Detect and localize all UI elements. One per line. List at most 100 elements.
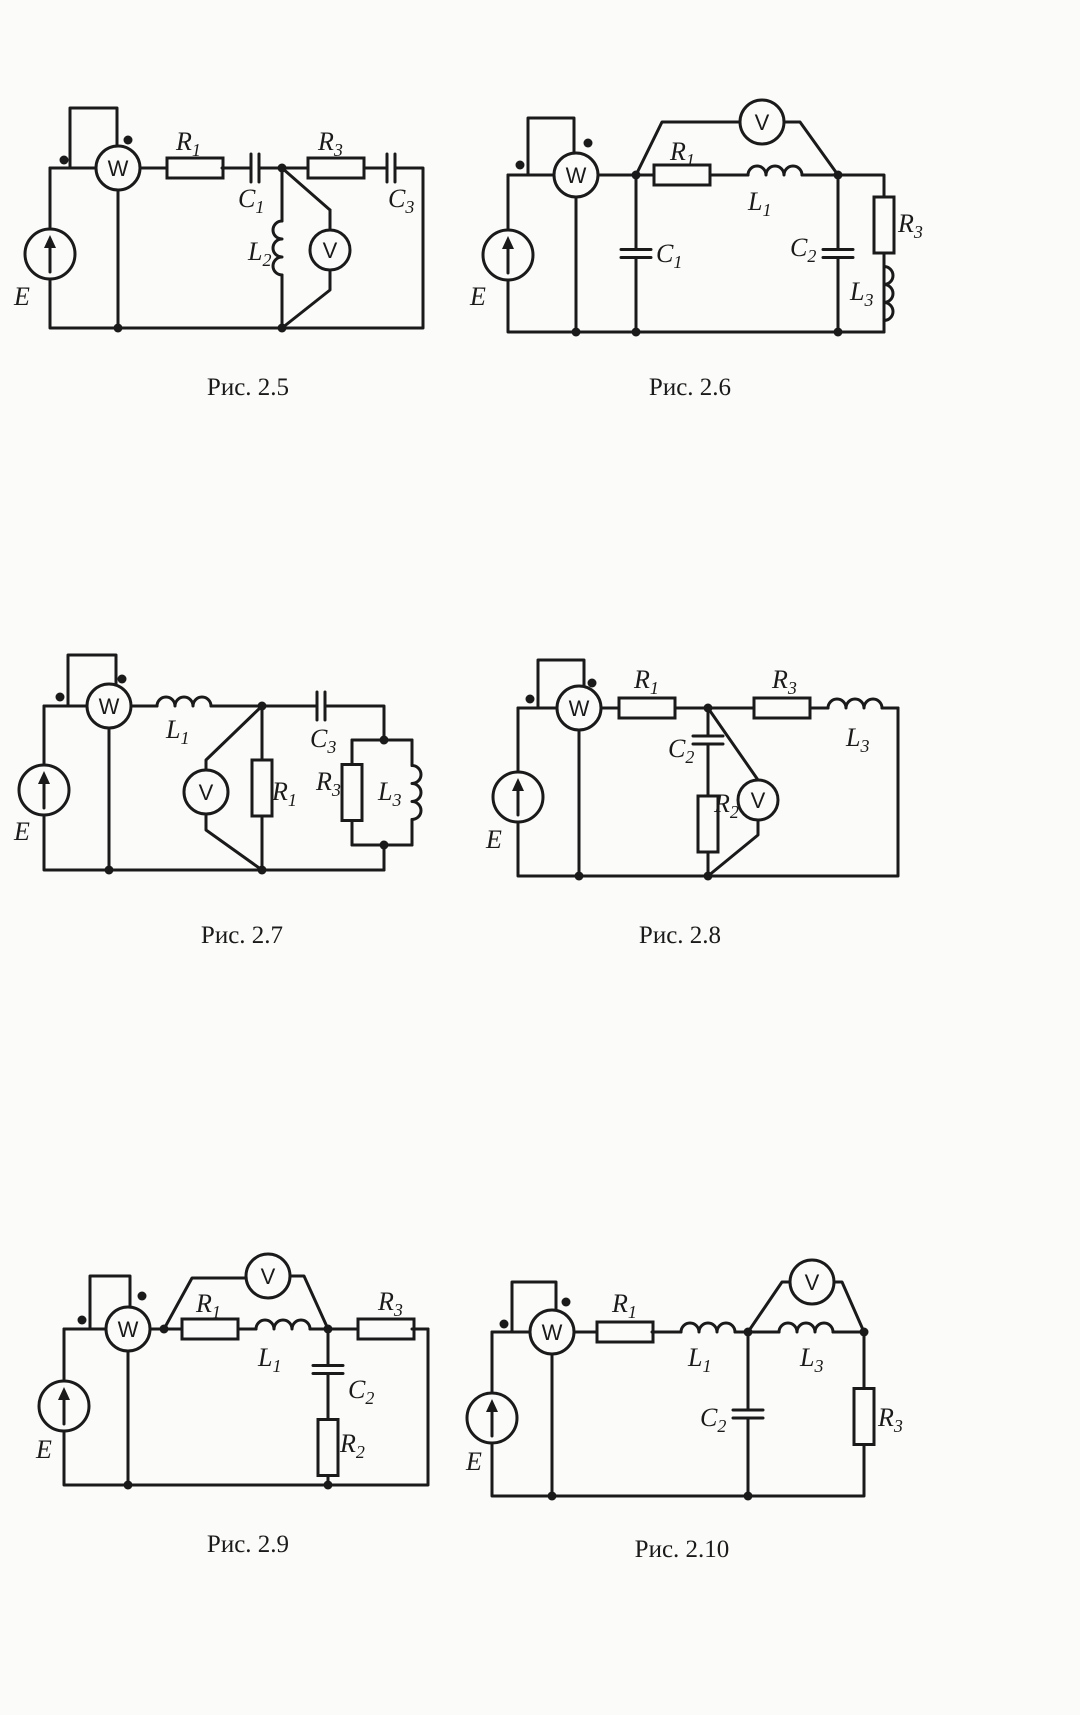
label-R1: R1 [669, 137, 695, 170]
inductor [882, 265, 895, 322]
source-arrow-head [38, 771, 50, 784]
wire [506, 198, 886, 334]
source-arrow-head [58, 1387, 70, 1400]
junction-node [55, 692, 65, 702]
junction-node [583, 138, 593, 148]
label-R1: R1 [633, 665, 659, 698]
junction-node [631, 327, 641, 337]
wattmeter-label: W [542, 1320, 563, 1345]
wattmeter-label: W [566, 163, 587, 188]
wattmeter-label: W [118, 1317, 139, 1342]
voltmeter-label: V [199, 780, 214, 805]
junction-node [123, 135, 133, 145]
label-R3: R3 [315, 767, 341, 800]
label-L2: L2 [247, 237, 271, 270]
wire [634, 120, 742, 177]
label-C2: C2 [790, 233, 816, 266]
label-R2: R2 [339, 1429, 365, 1462]
label-R1: R1 [271, 777, 297, 810]
label-E: E [469, 282, 486, 311]
wire [526, 116, 576, 177]
wire [62, 1327, 430, 1487]
junction-node [323, 1480, 333, 1490]
label-R2: R2 [713, 789, 739, 822]
inductor [155, 695, 213, 708]
label-L3: L3 [845, 723, 869, 756]
junction-node [104, 865, 114, 875]
resistor [165, 156, 225, 180]
inductor [410, 764, 423, 821]
source-arrow-head [44, 235, 56, 248]
wire [48, 166, 425, 330]
wire [336, 704, 386, 742]
junction-node [587, 678, 597, 688]
wire [536, 658, 586, 710]
wire [706, 818, 760, 878]
figure-caption: Рис. 2.6 [649, 374, 731, 401]
wattmeter-label: W [99, 694, 120, 719]
figure-caption: Рис. 2.10 [635, 1536, 730, 1563]
junction-node [833, 327, 843, 337]
source-arrow-head [486, 1399, 498, 1412]
junction-node [77, 1315, 87, 1325]
resistor [752, 696, 812, 720]
label-R1: R1 [175, 127, 201, 160]
figure-caption: Рис. 2.5 [207, 374, 289, 401]
resistor [852, 1387, 876, 1446]
voltmeter-label: V [755, 110, 770, 135]
wire [42, 813, 386, 872]
wire [88, 1274, 132, 1331]
wire [162, 1276, 248, 1331]
resistor [306, 156, 366, 180]
resistor [652, 163, 712, 187]
label-E: E [465, 1447, 482, 1476]
label-R3: R3 [771, 665, 797, 698]
inductor [254, 1318, 312, 1331]
wire [66, 653, 118, 708]
label-R3: R3 [317, 127, 343, 160]
junction-node [574, 871, 584, 881]
inductor [746, 164, 804, 177]
inductor [777, 1321, 835, 1334]
voltmeter-label: V [751, 788, 766, 813]
junction-node [499, 1319, 509, 1329]
resistor [340, 763, 364, 822]
wire [204, 812, 264, 872]
figure-caption: Рис. 2.8 [639, 922, 721, 949]
resistor [872, 195, 896, 255]
label-C1: C1 [238, 184, 264, 217]
inductor [271, 219, 284, 277]
label-L1: L1 [165, 715, 189, 748]
label-C3: C3 [310, 724, 336, 757]
wattmeter-label: W [108, 156, 129, 181]
label-C2: C2 [668, 734, 694, 767]
label-L3: L3 [377, 777, 401, 810]
junction-node [743, 1491, 753, 1501]
label-R1: R1 [611, 1289, 637, 1322]
junction-node [561, 1297, 571, 1307]
label-C3: C3 [388, 184, 414, 217]
wire [746, 1280, 792, 1334]
label-L3: L3 [849, 277, 873, 310]
junction-node [137, 1291, 147, 1301]
label-R3: R3 [877, 1403, 903, 1436]
label-R3: R3 [377, 1287, 403, 1320]
junction-node [59, 155, 69, 165]
source-arrow-head [502, 236, 514, 249]
wire [280, 166, 332, 212]
wire [204, 704, 264, 772]
junction-node [525, 694, 535, 704]
wire [68, 106, 119, 170]
label-L3: L3 [799, 1343, 823, 1376]
label-C2: C2 [348, 1375, 374, 1408]
wire [706, 706, 760, 782]
voltmeter-label: V [323, 238, 338, 263]
junction-node [117, 674, 127, 684]
label-R3: R3 [897, 209, 923, 242]
source-arrow-head [512, 778, 524, 791]
wire [832, 1280, 866, 1334]
